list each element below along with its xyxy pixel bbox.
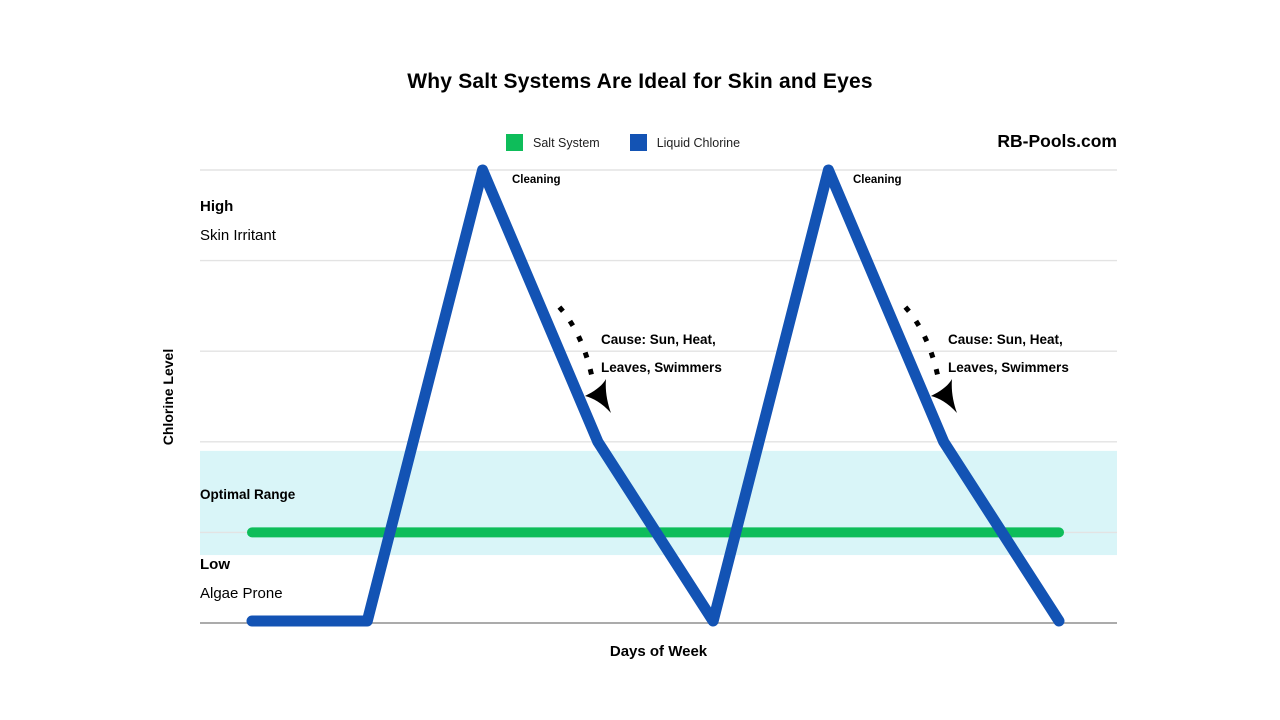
zone-low-sublabel: Algae Prone <box>200 585 283 602</box>
peak-label-cleaning: Cleaning <box>853 174 902 186</box>
zone-high-label: High <box>200 198 234 215</box>
brand-watermark: RB-Pools.com <box>997 131 1117 151</box>
legend-label: Salt System <box>533 135 600 150</box>
cause-annotation-line1: Cause: Sun, Heat, <box>601 332 716 347</box>
peak-label-cleaning: Cleaning <box>512 174 561 186</box>
liquid-chlorine-swatch-icon <box>629 134 647 151</box>
salt-system-swatch-icon <box>506 134 523 151</box>
cause-annotation: Cause: Sun, Heat, Leaves, Swimmers <box>601 326 722 381</box>
cause-annotation-line2: Leaves, Swimmers <box>948 359 1069 375</box>
optimal-range-label: Optimal Range <box>200 487 296 502</box>
y-axis-title: Chlorine Level <box>160 348 176 446</box>
cause-arrow-icon <box>557 305 611 413</box>
zone-low-label: Low <box>200 556 230 573</box>
legend-item-liquid-chlorine: Liquid Chlorine <box>629 134 741 151</box>
cause-annotation: Cause: Sun, Heat, Leaves, Swimmers <box>948 326 1069 381</box>
cause-annotation-line2: Leaves, Swimmers <box>601 359 722 375</box>
legend-item-salt-system: Salt System <box>506 134 600 151</box>
cause-arrow-icon <box>903 305 957 413</box>
chart-title: Why Salt Systems Are Ideal for Skin and … <box>407 70 873 93</box>
legend-label: Liquid Chlorine <box>656 135 741 150</box>
zone-high-sublabel: Skin Irritant <box>200 227 276 244</box>
data-series-lines <box>246 164 1065 627</box>
x-axis-title: Days of Week <box>609 643 708 660</box>
cause-annotation-line1: Cause: Sun, Heat, <box>948 332 1063 347</box>
legend: Salt System Liquid Chlorine <box>506 134 740 151</box>
